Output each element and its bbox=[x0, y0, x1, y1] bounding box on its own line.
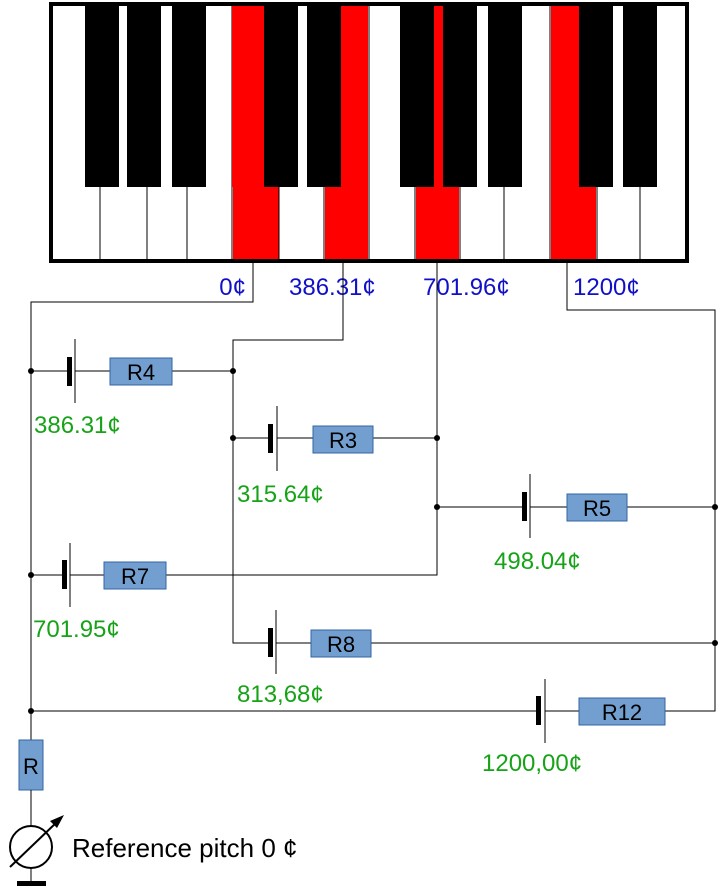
value-r7: 701.95¢ bbox=[33, 616, 120, 643]
resistor-r4 bbox=[109, 357, 173, 386]
resistor-r12-label: R12 bbox=[602, 700, 642, 725]
key-label-386: 386.31¢ bbox=[289, 274, 376, 301]
value-r12: 1200,00¢ bbox=[482, 750, 582, 777]
resistor-r12 bbox=[578, 697, 666, 726]
resistor-r7-label: R7 bbox=[121, 564, 149, 589]
ground-icon bbox=[17, 881, 46, 886]
resistor-r8 bbox=[310, 629, 372, 658]
piano-keyboard bbox=[49, 2, 689, 263]
value-r4: 386.31¢ bbox=[34, 412, 121, 439]
key-label-1200: 1200¢ bbox=[573, 274, 640, 301]
key-label-702: 701.96¢ bbox=[423, 274, 510, 301]
battery-r5 bbox=[522, 474, 531, 538]
value-r8: 813,68¢ bbox=[237, 681, 324, 708]
resistor-r3-label: R3 bbox=[329, 428, 357, 453]
resistor-r7 bbox=[103, 561, 167, 590]
adjust-arrow-icon bbox=[9, 815, 64, 868]
battery-r8 bbox=[268, 610, 277, 674]
wires bbox=[30, 263, 716, 790]
resistor-r3 bbox=[312, 425, 374, 454]
battery-r3 bbox=[268, 406, 278, 471]
junctions bbox=[28, 368, 718, 714]
battery-r4 bbox=[67, 339, 76, 403]
battery-r12 bbox=[536, 679, 546, 743]
reference-pitch-label: Reference pitch 0 ¢ bbox=[72, 833, 297, 863]
resistor-r5-label: R5 bbox=[583, 496, 611, 521]
value-r3: 315.64¢ bbox=[237, 481, 324, 508]
battery-r7 bbox=[62, 543, 71, 607]
resistor-r-label: R bbox=[23, 754, 39, 779]
resistor-r4-label: R4 bbox=[127, 360, 155, 385]
resistor-r bbox=[18, 739, 44, 791]
key-label-0: 0¢ bbox=[219, 274, 246, 301]
black-keys bbox=[85, 6, 657, 187]
resistor-r8-label: R8 bbox=[327, 632, 355, 657]
resistor-r5 bbox=[566, 493, 628, 522]
value-r5: 498.04¢ bbox=[494, 548, 581, 575]
